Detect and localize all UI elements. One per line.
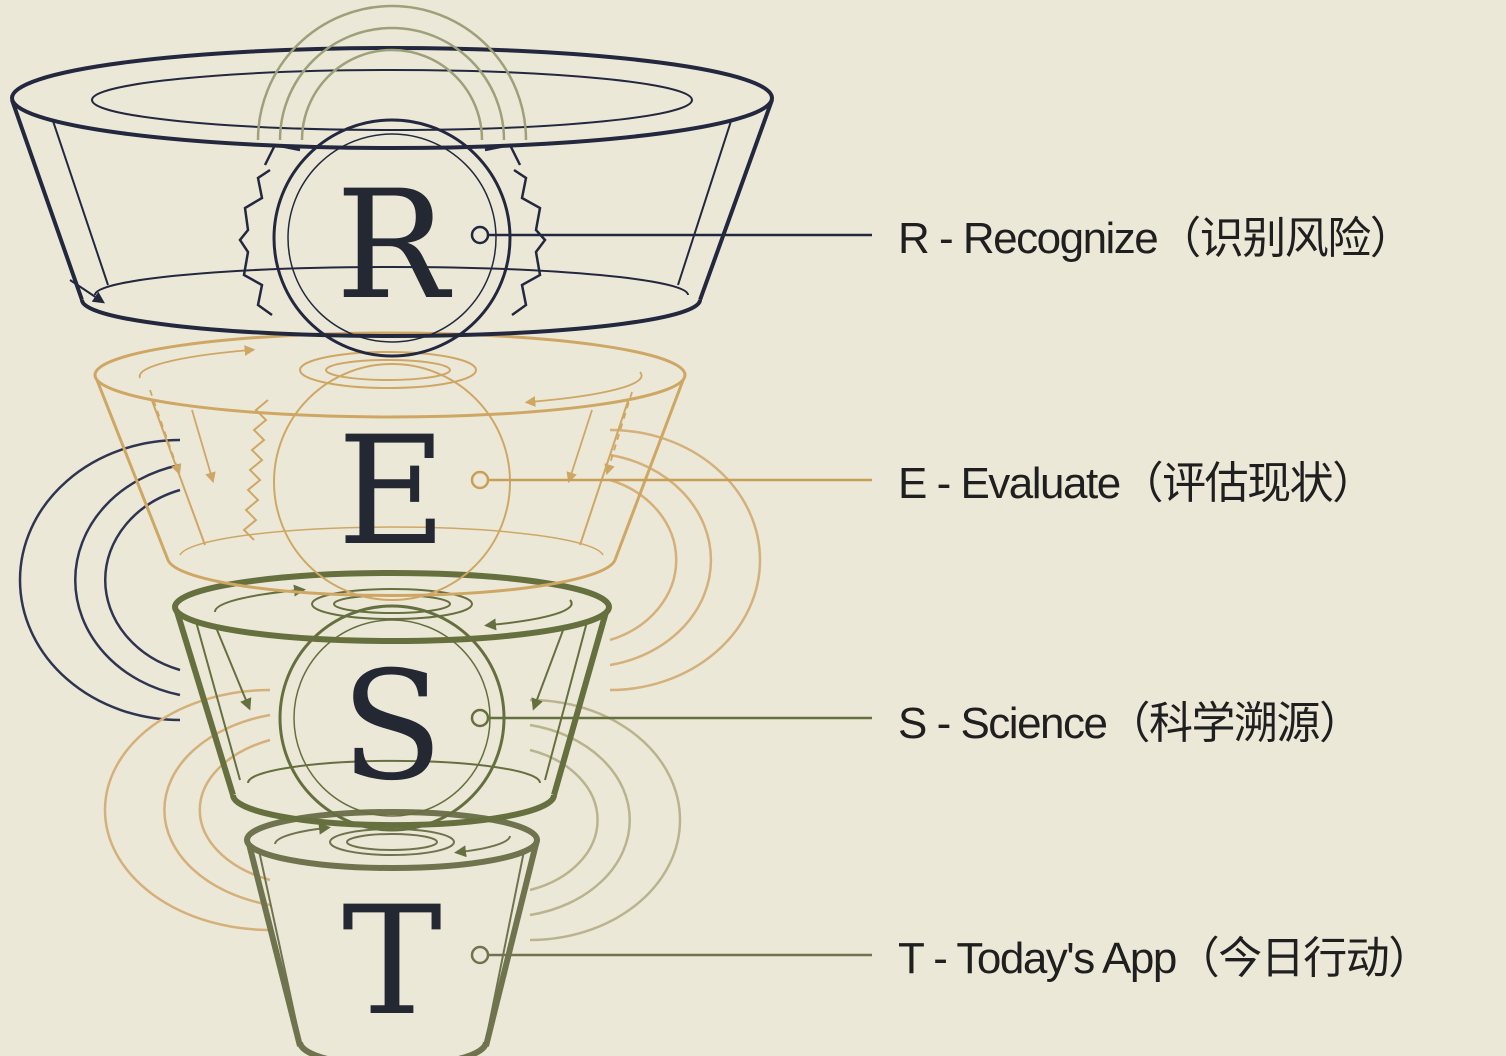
layer-letter-e: E	[337, 405, 447, 579]
layer-letter-s: S	[341, 640, 444, 814]
connector-lines	[470, 225, 872, 965]
gear-icon	[238, 143, 547, 317]
gear-icon	[256, 4, 528, 141]
circular-arrow-icon	[138, 345, 643, 484]
layer-label-t: T - Today's App（今日行动）	[898, 934, 1431, 983]
circular-arrow-icon	[213, 584, 573, 711]
layer-letter-t: T	[342, 875, 442, 1049]
layer-label-s: S - Science（科学溯源）	[898, 699, 1361, 748]
circular-arrow-icon	[274, 822, 511, 858]
funnel-layer-e	[93, 331, 687, 597]
gear-icon	[299, 351, 477, 389]
layer-label-r: R - Recognize（识别风险）	[898, 214, 1412, 263]
layer-letter-r: R	[336, 159, 453, 333]
funnel-layer-r	[10, 46, 774, 338]
layer-label-e: E - Evaluate（评估现状）	[898, 459, 1375, 508]
spring-icon	[242, 399, 269, 541]
funnel-layer-t	[244, 809, 540, 1056]
